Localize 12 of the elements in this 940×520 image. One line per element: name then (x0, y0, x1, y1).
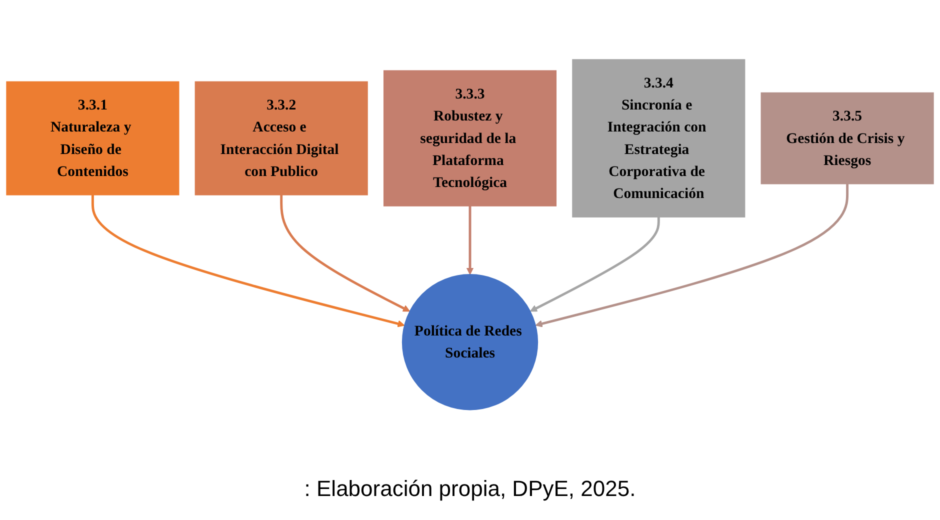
node-box: 3.3.4 Sincronía e Integración con Estrategia Corporativa de Comunicación (572, 59, 746, 218)
arrow (466, 206, 474, 276)
caption: : Elaboración propia, DPyE, 2025. (303, 476, 637, 502)
arrow (280, 195, 410, 312)
arrow (91, 195, 405, 328)
node-box: 3.3.2 Acceso e Interacción Digital con Publico (194, 82, 368, 196)
node-circle: Política de Redes Sociales (402, 274, 538, 411)
node-box: 3.3.1 Naturaleza y Diseño de Contenidos (6, 82, 180, 196)
node-box: 3.3.5 Gestión de Crisis y Riesgos (760, 92, 934, 185)
node-box: 3.3.3 Robustez y seguridad de la Plataforma Tecnológica (383, 70, 557, 207)
arrow (530, 217, 660, 312)
arrow (535, 184, 849, 328)
